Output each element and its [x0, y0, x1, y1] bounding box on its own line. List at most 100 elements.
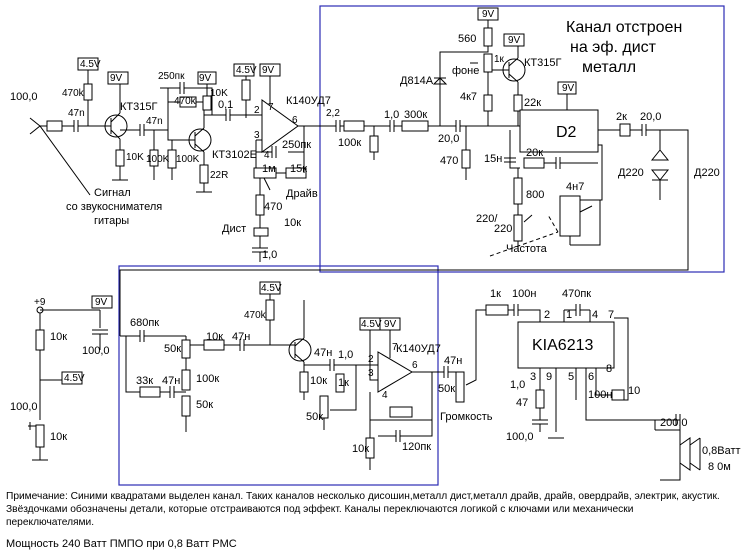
- label-10k-f: 10к: [206, 331, 223, 343]
- label-zener: Д814А: [400, 75, 434, 87]
- label-9v-h: 9V: [95, 297, 108, 308]
- label-signal-3: гитары: [94, 215, 129, 227]
- label-volume: Громкость: [440, 411, 493, 423]
- label-22r: 22R: [210, 170, 228, 181]
- label-250pk-b: 250пк: [282, 139, 311, 151]
- note-line-1: Примечание: Синими квадратами выделен ка…: [6, 491, 720, 502]
- label-pin2-b: 2: [368, 354, 374, 365]
- label-470k-b: 470k: [174, 96, 197, 107]
- power-rating: Мощность 240 Ватт ПМПО при 0,8 Ватт PMC: [6, 538, 237, 550]
- label-cap-200-0: 200,0: [660, 417, 688, 429]
- label-470-a: 470: [264, 201, 282, 213]
- label-10k-c: 10к: [284, 217, 301, 229]
- label-9v-a: 9V: [110, 73, 123, 84]
- label-pin-3: 3: [530, 371, 536, 383]
- label-9v-i: 9V: [384, 319, 397, 330]
- label-47n-b: 47n: [146, 116, 163, 127]
- label-4v5-b: 4.5V: [236, 65, 257, 76]
- label-47n-a: 47n: [68, 108, 85, 119]
- note-line-3: переключателями.: [6, 517, 95, 528]
- label-10k-g: 10к: [310, 375, 327, 387]
- label-cap-2-2: 2,2: [326, 108, 340, 119]
- label-input-cap: 100,0: [10, 91, 38, 103]
- label-100n-a: 100н: [512, 288, 536, 300]
- label-10k-e: 10к: [50, 431, 67, 443]
- label-cap-1-0-a: 1,0: [262, 249, 277, 261]
- label-4n7: 4н7: [566, 181, 584, 193]
- label-opamp1: К140УД7: [286, 95, 331, 107]
- label-470k-a: 470k: [62, 88, 85, 99]
- label-15k: 15к: [290, 163, 307, 175]
- label-4v5-a: 4.5V: [80, 59, 101, 70]
- label-t3: КТ315Г: [524, 57, 561, 69]
- label-pin-6: 6: [588, 371, 594, 383]
- label-pin2-a: 2: [254, 105, 260, 116]
- label-cap-1-0-b: 1,0: [384, 109, 399, 121]
- note-line-2: Звёздочками обозначены детали, которые о…: [6, 504, 634, 515]
- label-100k-b: 100K: [176, 154, 200, 165]
- label-t1: КТ315Г: [120, 101, 157, 113]
- label-speaker-2: 8 0м: [708, 461, 731, 473]
- label-t2: КТ3102Е: [212, 149, 257, 161]
- label-10k-h: 10к: [352, 443, 369, 455]
- label-47n-f: 47н: [444, 355, 462, 367]
- label-pot-1k: 1к: [494, 54, 505, 65]
- label-pot-220: 220/: [476, 213, 498, 225]
- label-800: 800: [526, 189, 544, 201]
- label-50k-b: 50к: [196, 399, 213, 411]
- label-cap-20-0-a: 20,0: [438, 133, 459, 145]
- label-fone: фоне: [452, 65, 479, 77]
- label-100k-a: 100K: [146, 154, 170, 165]
- label-9v-e: 9V: [508, 35, 521, 46]
- label-channel-1: Канал отстроен: [566, 19, 682, 36]
- label-pin-7: 7: [608, 309, 614, 321]
- label-2k: 2к: [616, 111, 627, 123]
- label-pin7-a: 7: [268, 102, 274, 113]
- channel-box-bottom: [118, 265, 439, 486]
- label-pin6-a: 6: [292, 115, 298, 126]
- label-pin4-a: 4: [264, 150, 270, 161]
- note-block: Примечание: Синими квадратами выделен ка…: [6, 490, 746, 529]
- label-opamp2: К140УД7: [396, 343, 441, 355]
- label-470k-c: 470k: [244, 310, 267, 321]
- label-pin-5: 5: [568, 371, 574, 383]
- label-pin4-b: 4: [382, 390, 388, 401]
- label-signal-2: со звукоснимателя: [66, 201, 162, 213]
- opamp-stage-1: [233, 63, 344, 262]
- label-pin-9: 9: [546, 371, 552, 383]
- label-pot-1m: 1м: [262, 163, 276, 175]
- input-stage: [29, 57, 256, 196]
- label-470-b: 470: [440, 155, 458, 167]
- label-pin6-b: 6: [412, 360, 418, 371]
- label-cap-100-0-c: 100,0: [506, 431, 534, 443]
- label-47n-c: 47н: [232, 331, 250, 343]
- channel-box-top: [319, 5, 725, 273]
- label-pot-220b: 220: [494, 223, 512, 235]
- label-cap-1-0-d: 1,0: [510, 379, 525, 391]
- label-100k-d: 100к: [196, 373, 219, 385]
- label-100n-b: 100н: [588, 389, 612, 401]
- label-9v-g: +9: [34, 297, 46, 308]
- label-d2: D2: [556, 124, 577, 141]
- label-9v-b: 9V: [199, 73, 212, 84]
- label-10k-b: 10K: [126, 152, 144, 163]
- circuit-schematic: 100,0 470k 4.5V 9V 250пк 9V 4.5V 9V 470k…: [10, 5, 741, 486]
- label-22k: 22к: [524, 97, 541, 109]
- label-120pk: 120пк: [402, 441, 431, 453]
- label-pin3-a: 3: [254, 130, 260, 141]
- label-pin7-b: 7: [392, 342, 398, 353]
- label-speaker-1: 0,8Ватт: [702, 445, 741, 457]
- label-dist: Дист: [222, 223, 246, 235]
- label-cap-20-0-b: 20,0: [640, 111, 661, 123]
- label-4v5-c: 4.5V: [64, 373, 85, 384]
- label-cap-1-0-c: 1,0: [338, 349, 353, 361]
- label-50k-c: 50к: [306, 411, 323, 423]
- label-100k-c: 100к: [338, 137, 361, 149]
- label-300k: 300к: [404, 109, 427, 121]
- label-15n: 15н: [484, 153, 502, 165]
- label-9v-d: 9V: [482, 9, 495, 20]
- label-ic: KIA6213: [532, 337, 593, 354]
- label-diode-b: Д220: [694, 167, 720, 179]
- label-4v5-e: 4.5V: [361, 319, 382, 330]
- power-amp: [485, 304, 701, 481]
